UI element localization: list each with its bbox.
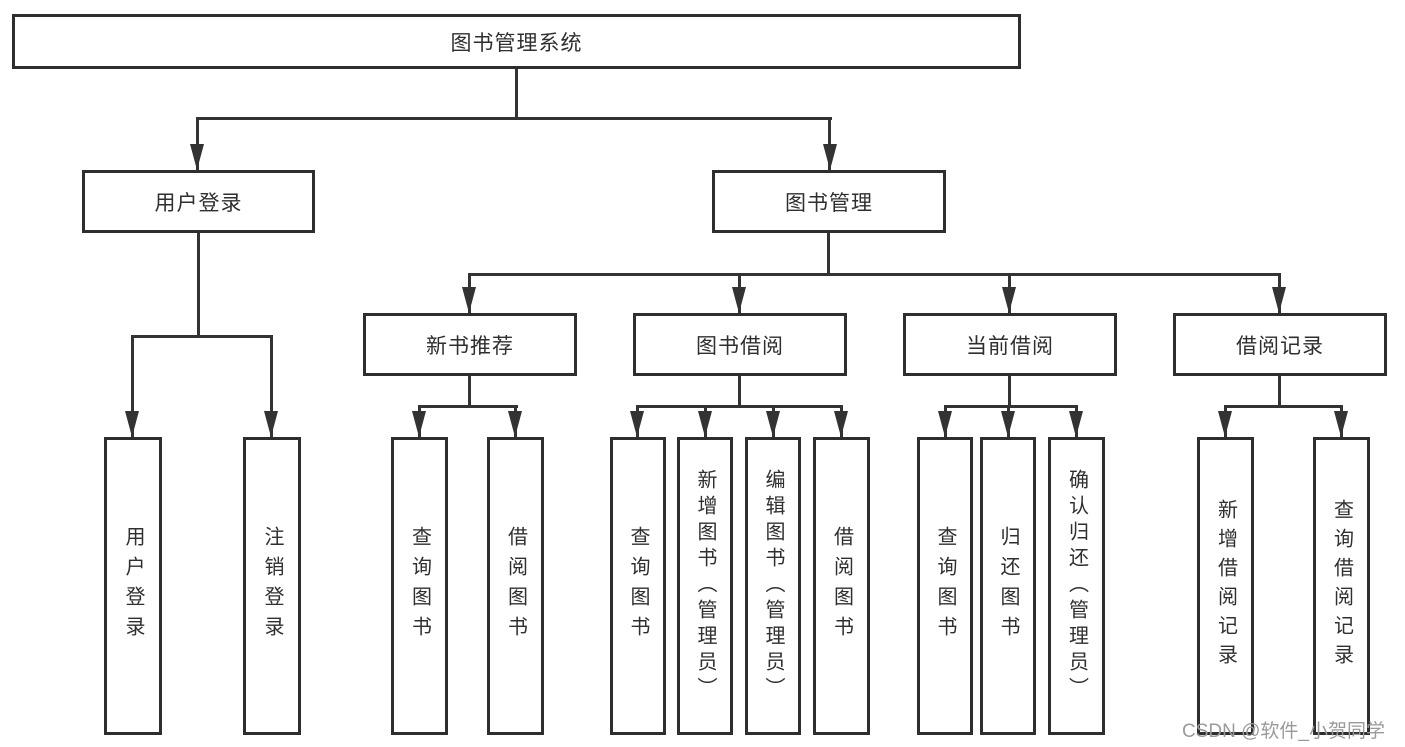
arrow-down-icon — [823, 144, 837, 170]
node-label: 新书推荐 — [426, 334, 514, 358]
leaf-logout: 注销登录 — [243, 437, 301, 735]
node-label: 注销登录 — [261, 526, 283, 646]
leaf-add-borrowing-record: 新增借阅记录 — [1197, 437, 1254, 735]
connector-line — [1224, 405, 1343, 408]
leaf-confirm-return-admin: 确认归还（管理员） — [1048, 437, 1105, 735]
csdn-watermark: CSDN @软件_小贺同学 — [1182, 721, 1385, 742]
node-label: 借阅图书 — [830, 526, 853, 646]
node-label: 查询借阅记录 — [1330, 499, 1353, 673]
leaf-user-login: 用户登录 — [104, 437, 162, 735]
connector-line — [418, 405, 518, 408]
node-book-borrowing: 图书借阅 — [633, 313, 847, 376]
node-label: 借阅图书 — [504, 526, 527, 646]
node-current-borrowing: 当前借阅 — [903, 313, 1117, 376]
node-label: 图书借阅 — [696, 334, 784, 358]
node-label: 查询图书 — [934, 526, 956, 646]
arrow-down-icon — [1069, 411, 1083, 437]
leaf-borrow-books: 借阅图书 — [813, 437, 870, 735]
arrow-down-icon — [698, 411, 712, 437]
node-label: 编辑图书（管理员） — [762, 469, 784, 703]
connector-line — [828, 117, 831, 170]
arrow-down-icon — [125, 411, 139, 437]
arrow-down-icon — [766, 411, 780, 437]
connector-line — [738, 376, 741, 408]
node-new-book-recommendation: 新书推荐 — [363, 313, 577, 376]
connector-line — [636, 405, 843, 408]
connector-line — [1008, 376, 1011, 408]
node-book-management: 图书管理 — [712, 170, 946, 233]
leaf-add-book-admin: 新增图书（管理员） — [677, 437, 733, 735]
connector-line — [1278, 376, 1281, 408]
node-label: 当前借阅 — [966, 334, 1054, 358]
arrow-down-icon — [508, 411, 522, 437]
leaf-edit-book-admin: 编辑图书（管理员） — [745, 437, 801, 735]
arrow-down-icon — [1002, 287, 1016, 313]
connector-line — [131, 335, 273, 338]
node-label: 新增图书（管理员） — [694, 469, 716, 703]
arrow-down-icon — [264, 411, 278, 437]
connector-line — [270, 335, 273, 437]
connector-line — [515, 69, 518, 117]
connector-line — [131, 335, 134, 437]
leaf-borrow-books-recommendation: 借阅图书 — [487, 437, 544, 735]
node-label: 借阅记录 — [1236, 334, 1324, 358]
node-label: 图书管理系统 — [450, 31, 583, 55]
arrow-down-icon — [412, 411, 426, 437]
node-label: 确认归还（管理员） — [1065, 469, 1088, 703]
node-root-library-management-system: 图书管理系统 — [12, 14, 1021, 69]
node-user-login: 用户登录 — [82, 170, 315, 233]
leaf-query-books-current: 查询图书 — [917, 437, 973, 735]
connector-line — [197, 233, 200, 335]
node-label: 查询图书 — [408, 526, 431, 646]
connector-line — [468, 273, 1281, 276]
arrow-down-icon — [732, 287, 746, 313]
arrow-down-icon — [938, 411, 952, 437]
connector-line — [944, 405, 1078, 408]
connector-line — [196, 117, 199, 170]
arrow-down-icon — [834, 411, 848, 437]
node-label: 查询图书 — [627, 526, 649, 646]
connector-line — [196, 117, 832, 120]
arrow-down-icon — [462, 287, 476, 313]
node-label: 用户登录 — [154, 191, 243, 215]
node-label: 归还图书 — [997, 526, 1019, 646]
leaf-query-books-recommendation: 查询图书 — [391, 437, 448, 735]
connector-line — [468, 376, 471, 408]
leaf-query-borrowing-record: 查询借阅记录 — [1313, 437, 1370, 735]
arrow-down-icon — [1001, 411, 1015, 437]
arrow-down-icon — [1334, 411, 1348, 437]
node-borrowing-records: 借阅记录 — [1173, 313, 1387, 376]
node-label: 用户登录 — [122, 526, 144, 646]
connector-line — [827, 233, 830, 273]
leaf-return-books: 归还图书 — [980, 437, 1036, 735]
node-label: 图书管理 — [785, 191, 873, 215]
arrow-down-icon — [190, 144, 204, 170]
arrow-down-icon — [1272, 287, 1286, 313]
leaf-query-books-borrowing: 查询图书 — [610, 437, 666, 735]
arrow-down-icon — [630, 411, 644, 437]
arrow-down-icon — [1218, 411, 1232, 437]
node-label: 新增借阅记录 — [1214, 499, 1237, 673]
